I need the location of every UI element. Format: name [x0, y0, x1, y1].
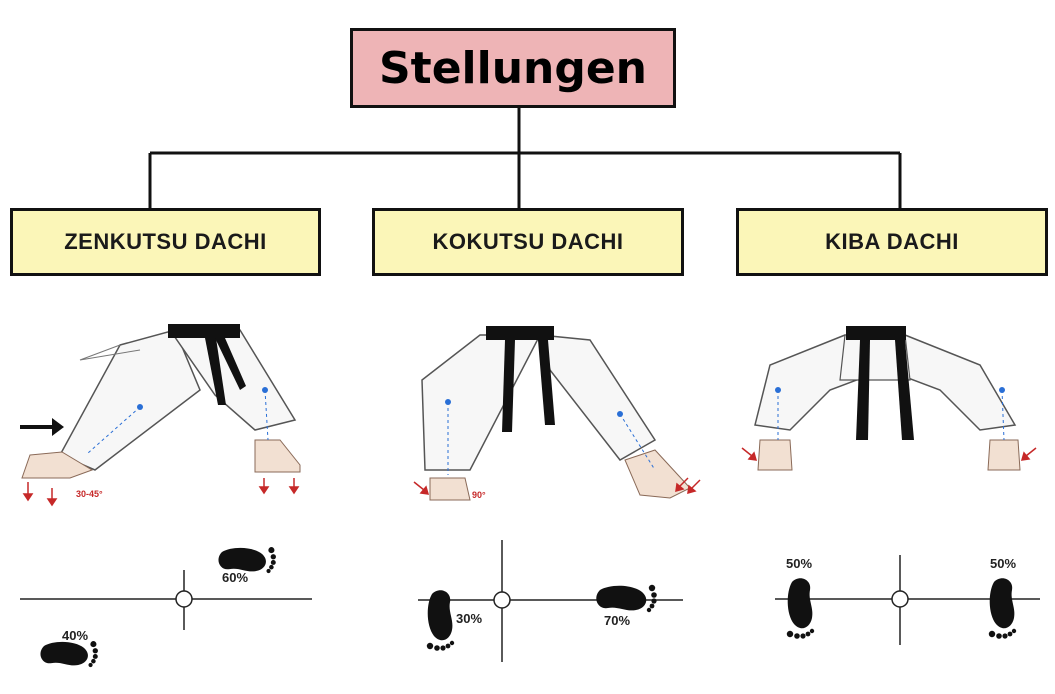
stance-label-zenkutsu: ZENKUTSU DACHI — [10, 208, 321, 276]
kiba-weight-left: 50% — [786, 556, 812, 571]
kokutsu-weight-back: 30% — [456, 611, 482, 626]
kiba-right-footprint — [988, 578, 1017, 639]
kokutsu-figure: 90° — [413, 326, 701, 501]
zenkutsu-left-footprint — [40, 641, 98, 668]
zenkutsu-weight-diagram: 60% 40% — [20, 547, 312, 668]
kokutsu-back-footprint — [426, 590, 455, 651]
kokutsu-weight-front: 70% — [604, 613, 630, 628]
stance-label-kokutsu: KOKUTSU DACHI — [372, 208, 684, 276]
kokutsu-angle: 90° — [472, 490, 486, 500]
kiba-figure — [741, 326, 1037, 471]
kokutsu-weight-diagram: 30% 70% — [418, 540, 683, 662]
zenkutsu-figure: 30-45° — [20, 324, 301, 507]
kiba-weight-right: 50% — [990, 556, 1016, 571]
kokutsu-front-footprint — [596, 584, 657, 613]
diagram-title: Stellungen — [350, 28, 676, 108]
zenkutsu-weight-back: 40% — [62, 628, 88, 643]
kiba-weight-diagram: 50% 50% — [775, 555, 1040, 645]
zenkutsu-angle: 30-45° — [76, 489, 103, 499]
zenkutsu-weight-front: 60% — [222, 570, 248, 585]
kiba-left-footprint — [786, 578, 815, 639]
stance-label-kiba: KIBA DACHI — [736, 208, 1048, 276]
